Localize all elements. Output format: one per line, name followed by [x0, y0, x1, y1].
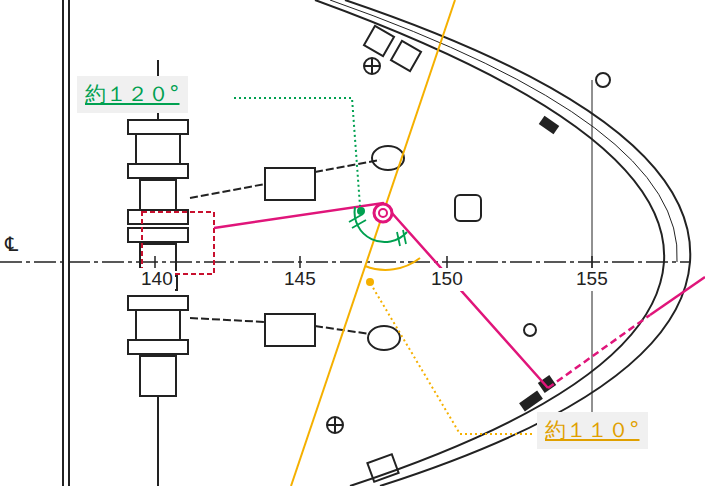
- frame-number: 150: [429, 268, 465, 291]
- angle-label: 約１２０°: [77, 76, 188, 113]
- centre-line-symbol: ℄: [4, 232, 19, 256]
- frame-number: 140: [139, 268, 175, 291]
- angle-label: 約１１０°: [537, 412, 648, 449]
- frame-number: 155: [574, 268, 610, 291]
- frame-number: 145: [282, 268, 318, 291]
